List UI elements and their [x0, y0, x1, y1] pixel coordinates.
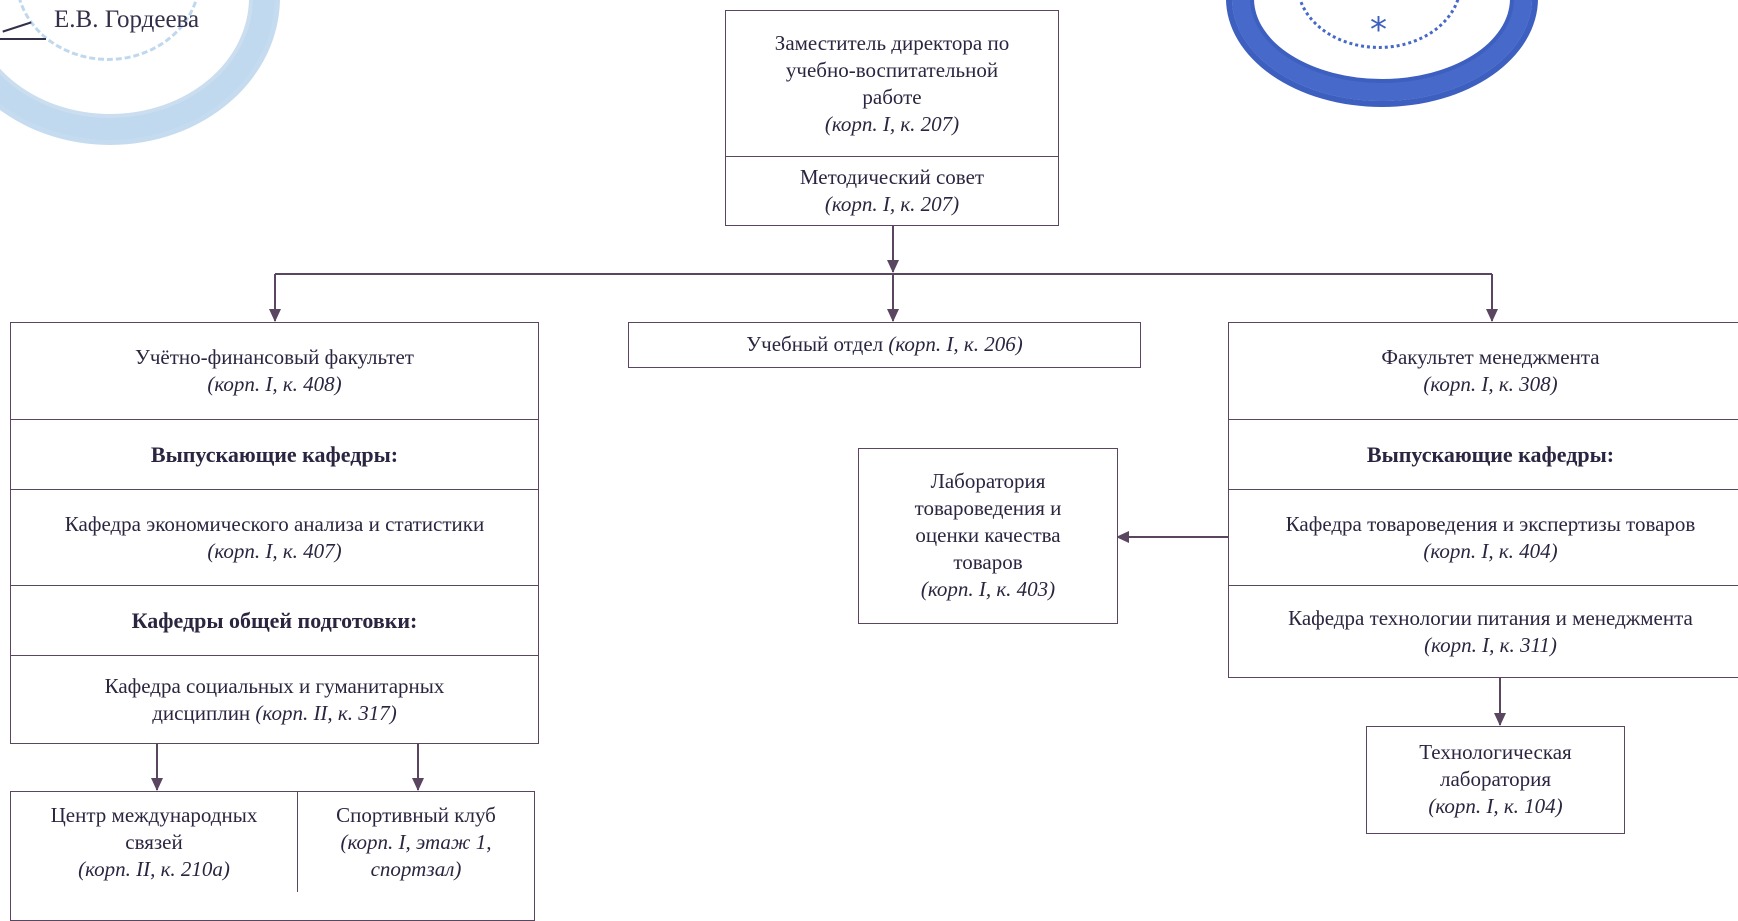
- management-faculty-title: Факультет менеджмента: [1381, 345, 1600, 369]
- signature-line: [0, 38, 46, 40]
- goods-lab-box: Лаборатория товароведения и оценки качес…: [858, 448, 1118, 624]
- food-dept-cell: Кафедра технологии питания и менеджмента…: [1229, 585, 1738, 677]
- sport-club-title: Спортивный клуб: [336, 802, 496, 827]
- deputy-director-title: Заместитель директора по учебно-воспитат…: [774, 30, 1010, 109]
- edu-dept-box: Учебный отдел (корп. I, к. 206): [628, 322, 1141, 368]
- social-dept-title: Кафедра социальных и гуманитарных дисцип…: [104, 673, 445, 725]
- accounting-faculty-location: (корп. I, к. 408): [207, 372, 342, 396]
- tech-lab-title: Технологическая лаборатория: [1419, 739, 1572, 791]
- right-issuing-header: Выпускающие кафедры:: [1366, 442, 1615, 467]
- tech-lab-cell: Технологическая лаборатория (корп. I, к.…: [1367, 727, 1624, 831]
- methodical-council-cell: Методический совет (корп. I, к. 207): [726, 156, 1058, 225]
- signature-name: Е.В. Гордеева: [54, 6, 200, 33]
- goods-lab-title: Лаборатория товароведения и оценки качес…: [914, 468, 1062, 574]
- deputy-director-location: (корп. I, к. 207): [824, 111, 960, 136]
- deputy-director-cell: Заместитель директора по учебно-воспитат…: [726, 11, 1058, 156]
- intl-center-title: Центр международных связей: [50, 802, 258, 854]
- accounting-faculty-box: Учётно-финансовый факультет (корп. I, к.…: [10, 322, 539, 744]
- tech-lab-location: (корп. I, к. 104): [1428, 793, 1563, 818]
- management-faculty-cell: Факультет менеджмента (корп. I, к. 308): [1229, 323, 1738, 419]
- food-dept-title: Кафедра технологии питания и менеджмента: [1288, 605, 1693, 630]
- left-issuing-header-cell: Выпускающие кафедры:: [11, 419, 538, 489]
- food-dept-location: (корп. I, к. 311): [1424, 632, 1557, 657]
- management-faculty-box: Факультет менеджмента (корп. I, к. 308) …: [1228, 322, 1738, 678]
- connector-lines: [151, 226, 1506, 791]
- econ-dept-location: (корп. I, к. 407): [207, 538, 342, 563]
- left-issuing-header: Выпускающие кафедры:: [150, 442, 399, 467]
- methodical-council-title: Методический совет: [799, 165, 985, 189]
- goods-lab-cell: Лаборатория товароведения и оценки качес…: [859, 449, 1117, 621]
- bottom-left-box: Центр международных связей (корп. II, к.…: [10, 791, 535, 921]
- social-dept-text: Кафедра социальных и гуманитарных дисцип…: [65, 673, 485, 727]
- intl-center-cell: Центр международных связей (корп. II, к.…: [11, 792, 298, 892]
- goods-dept-title: Кафедра товароведения и экспертизы товар…: [1285, 511, 1696, 536]
- social-dept-location: (корп. II, к. 317): [255, 700, 397, 725]
- accounting-faculty-title: Учётно-финансовый факультет: [135, 345, 414, 369]
- accounting-faculty-cell: Учётно-финансовый факультет (корп. I, к.…: [11, 323, 538, 419]
- management-faculty-location: (корп. I, к. 308): [1423, 372, 1558, 396]
- edu-dept-title: Учебный отдел: [746, 331, 884, 356]
- goods-dept-location: (корп. I, к. 404): [1423, 538, 1558, 563]
- edu-dept-cell: Учебный отдел (корп. I, к. 206): [629, 323, 1140, 365]
- intl-center-location: (корп. II, к. 210а): [78, 856, 230, 881]
- econ-dept-title: Кафедра экономического анализа и статист…: [64, 511, 485, 536]
- methodical-council-location: (корп. I, к. 207): [824, 192, 960, 216]
- goods-dept-cell: Кафедра товароведения и экспертизы товар…: [1229, 489, 1738, 585]
- deputy-director-box: Заместитель директора по учебно-воспитат…: [725, 10, 1059, 226]
- edu-dept-location: (корп. I, к. 206): [888, 331, 1023, 356]
- star-icon: *: [1370, 10, 1387, 50]
- goods-lab-location: (корп. I, к. 403): [920, 576, 1056, 601]
- tech-lab-box: Технологическая лаборатория (корп. I, к.…: [1366, 726, 1625, 834]
- sport-club-location: (корп. I, этаж 1, спортзал): [340, 829, 492, 881]
- right-issuing-header-cell: Выпускающие кафедры:: [1229, 419, 1738, 489]
- general-header: Кафедры общей подготовки:: [131, 608, 418, 633]
- social-dept-cell: Кафедра социальных и гуманитарных дисцип…: [11, 655, 538, 743]
- econ-dept-cell: Кафедра экономического анализа и статист…: [11, 489, 538, 585]
- general-header-cell: Кафедры общей подготовки:: [11, 585, 538, 655]
- sport-club-cell: Спортивный клуб (корп. I, этаж 1, спортз…: [298, 792, 534, 892]
